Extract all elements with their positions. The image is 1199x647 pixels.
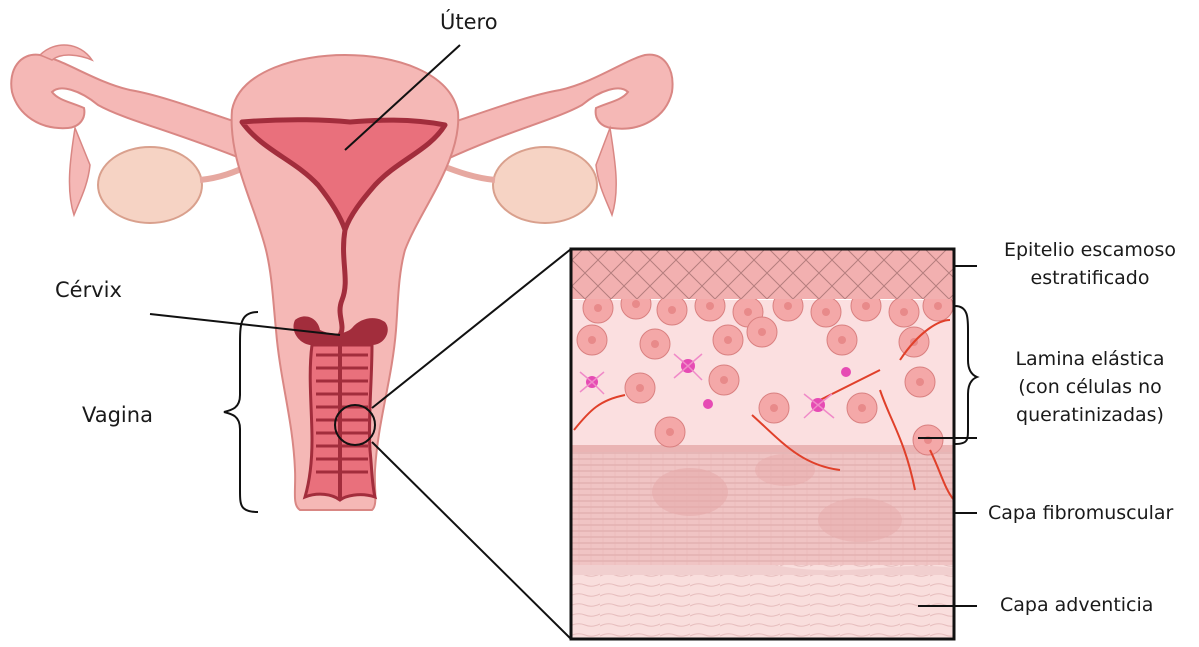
- left-fallopian-tube: [11, 55, 245, 160]
- label-adventicia: Capa adventicia: [1000, 593, 1153, 617]
- label-lamina: Lamina elástica (con células no queratin…: [990, 347, 1190, 427]
- lamina-brace: [955, 306, 977, 444]
- label-cervix: Cérvix: [55, 278, 122, 302]
- zoom-line-top: [372, 249, 571, 408]
- vagina-brace: [224, 312, 258, 512]
- label-epitelio: Epitelio escamoso estratificado: [990, 238, 1190, 290]
- label-lamina-line2: (con células no: [990, 375, 1190, 399]
- label-fibromuscular: Capa fibromuscular: [988, 501, 1173, 525]
- right-ovary: [493, 147, 597, 223]
- label-lamina-line1: Lamina elástica: [990, 347, 1190, 371]
- left-ovary: [98, 147, 202, 223]
- label-vagina: Vagina: [82, 403, 153, 427]
- label-utero: Útero: [440, 10, 498, 34]
- label-epitelio-line2: estratificado: [990, 266, 1190, 290]
- label-epitelio-line1: Epitelio escamoso: [990, 238, 1190, 262]
- label-lamina-line3: queratinizadas): [990, 403, 1190, 427]
- zoom-line-bottom: [372, 442, 571, 639]
- right-fallopian-tube: [445, 55, 673, 160]
- histology-section: [571, 249, 954, 640]
